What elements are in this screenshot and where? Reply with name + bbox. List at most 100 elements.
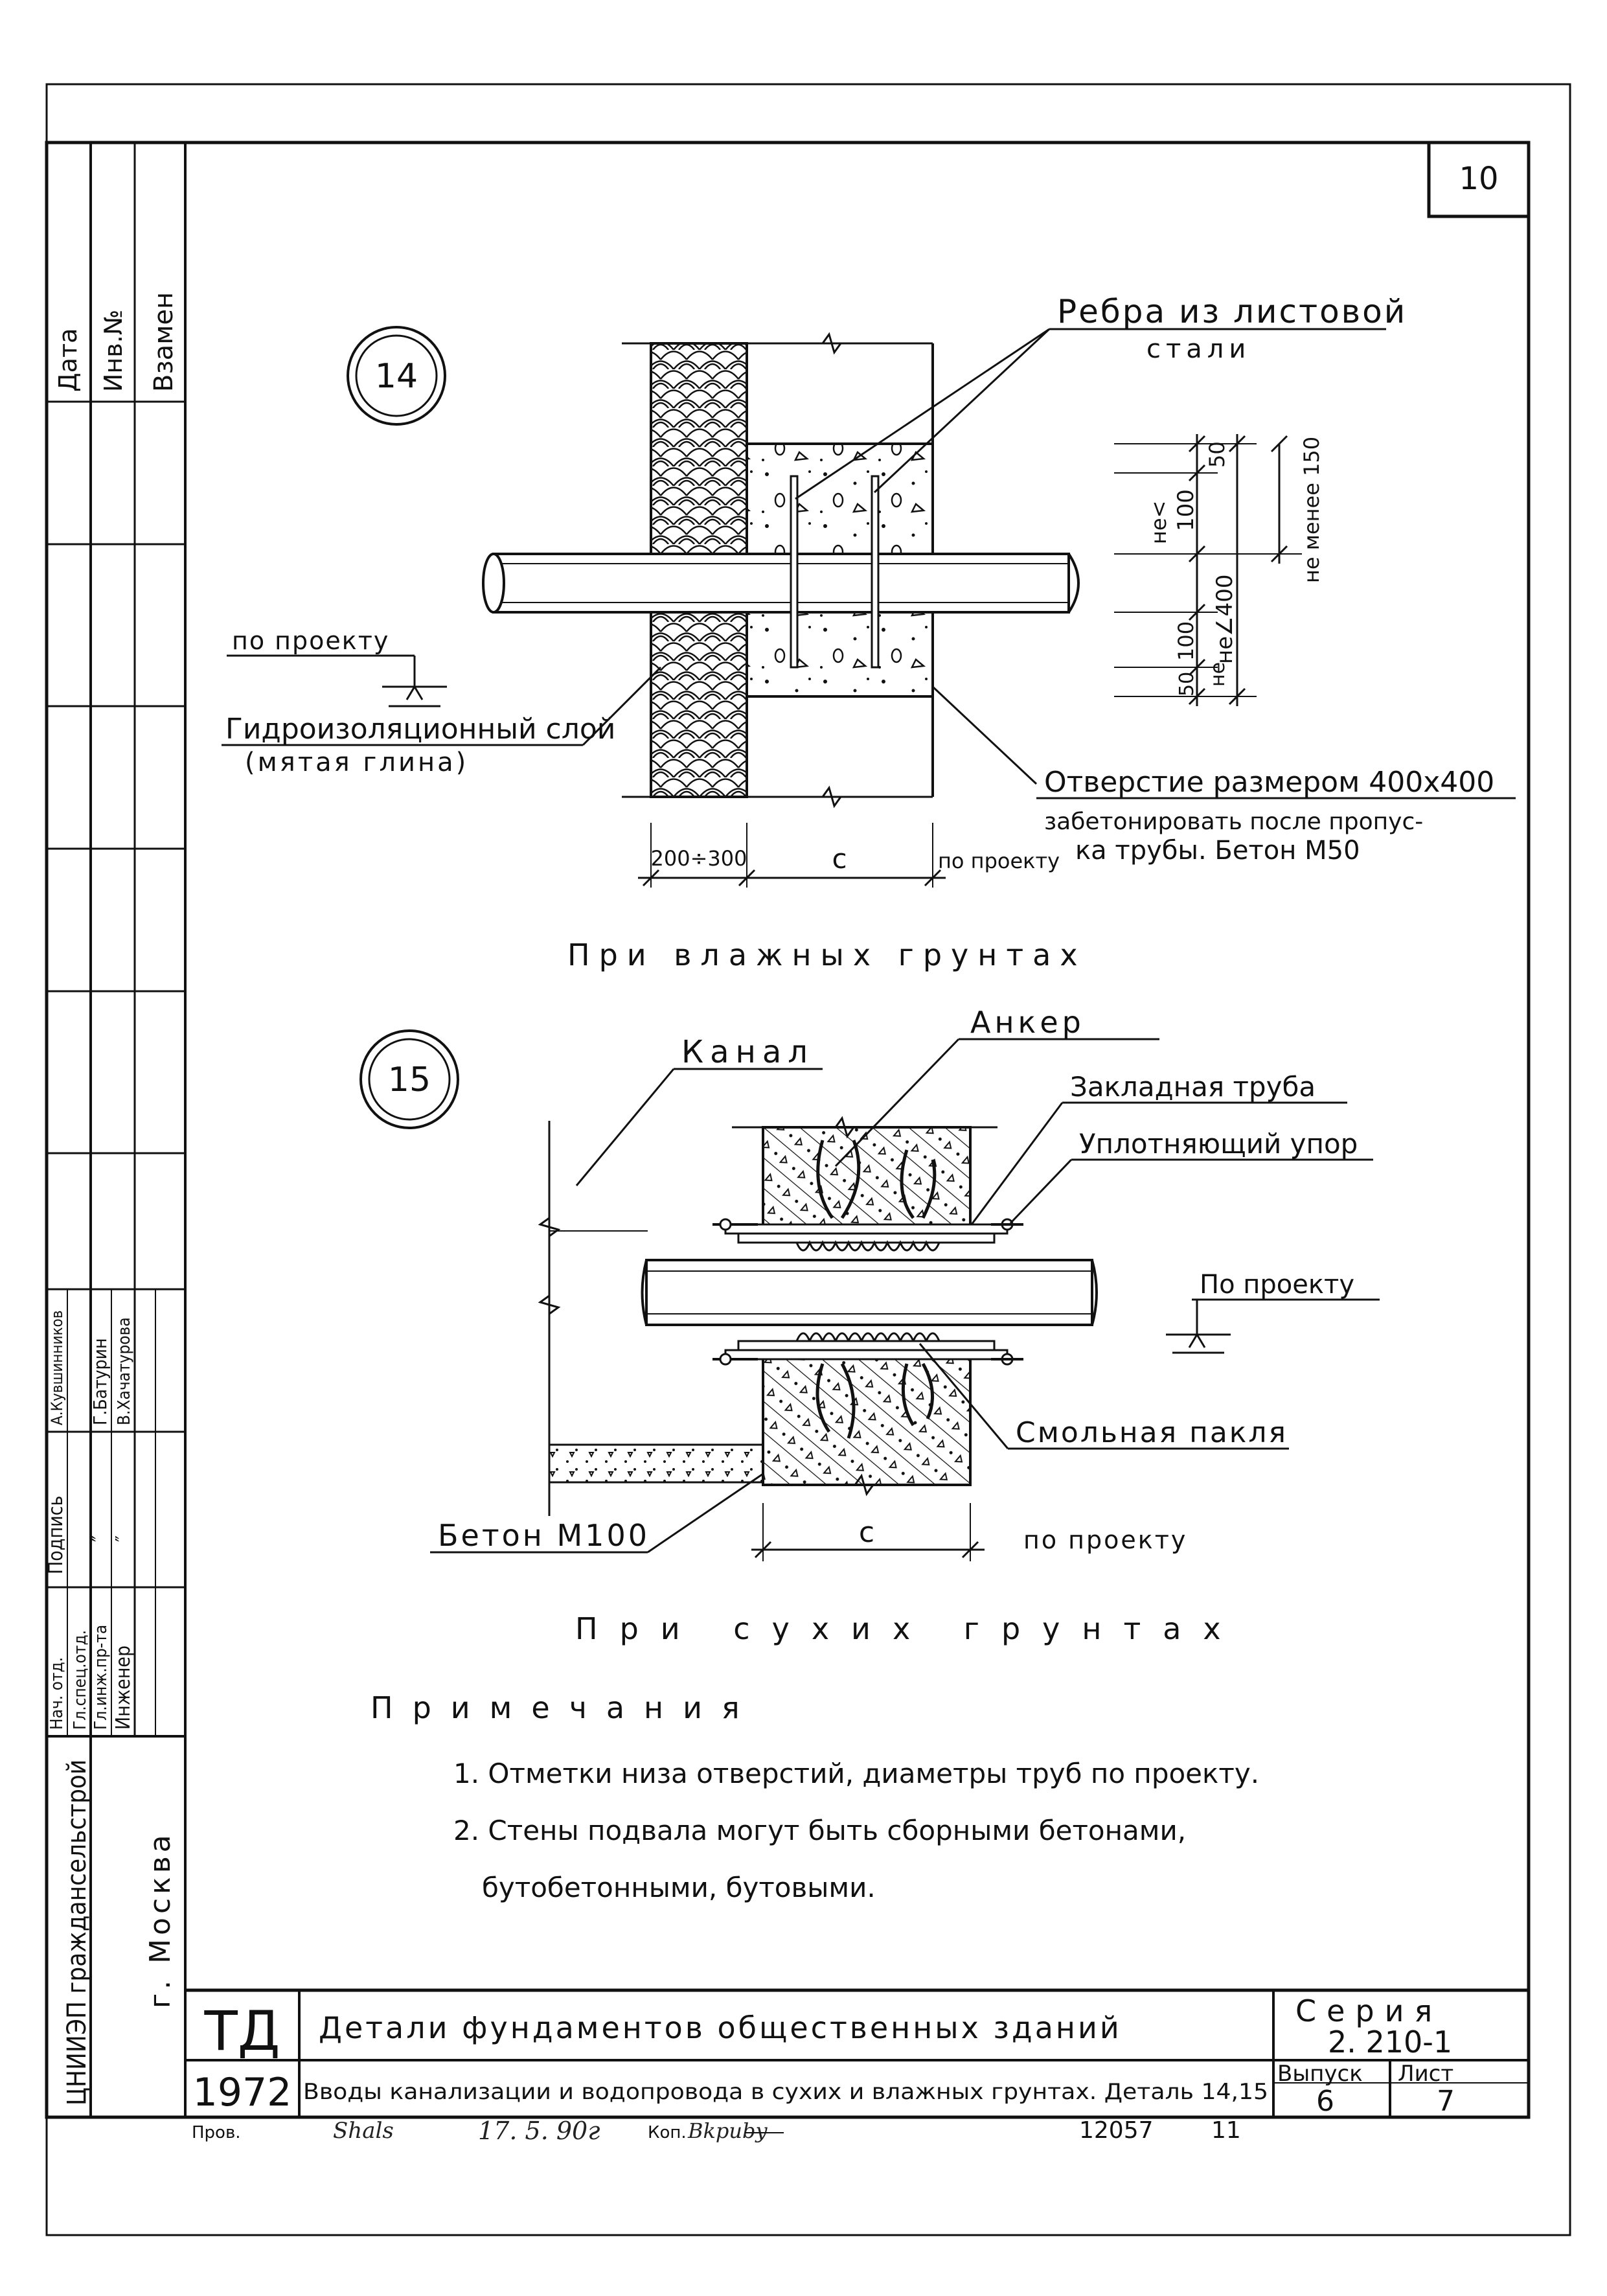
- title-code: ТД: [204, 1999, 280, 2063]
- sheet-inner-frame: [45, 141, 1531, 2119]
- sheet-value: 7: [1437, 2085, 1455, 2118]
- footer-checked-label: Пров.: [192, 2123, 241, 2142]
- dim-100-bottom: 100: [1174, 621, 1198, 661]
- caption-15: При сухих грунтах: [575, 1611, 1243, 1646]
- footer-copy-sign: Bkpuby: [687, 2118, 768, 2143]
- label-concrete: Бетон М100: [438, 1518, 650, 1553]
- label-anchor: Анкер: [970, 1005, 1085, 1040]
- detail-14-marker-inner: [355, 334, 438, 417]
- dim-ne-less-400: не∠400: [1212, 574, 1238, 664]
- note-2: 2. Стены подвала могут быть сборными бет…: [453, 1815, 1186, 1846]
- flange-upper: [712, 1140, 1023, 1244]
- dim-c-15: с: [859, 1516, 874, 1549]
- dim-ne-less-100: не<: [1146, 501, 1171, 544]
- series-label: Серия: [1295, 1993, 1442, 2028]
- stamp-signature-header: Подпись: [45, 1496, 67, 1574]
- break-line-top: [821, 332, 842, 355]
- footer-number: 12057: [1079, 2117, 1154, 2144]
- stamp-col-date: Дата: [54, 328, 82, 392]
- leader-opening: [931, 685, 1038, 785]
- note-2-cont: бутобетонными, бутовыми.: [482, 1872, 876, 1903]
- leader-seal: [1009, 1158, 1073, 1224]
- sheet-number: 10: [1459, 161, 1498, 197]
- stamp-org: ЦНИИЭП граждансельстрой: [62, 1760, 92, 2106]
- leader-ribs-2: [873, 328, 1051, 494]
- title-main: Детали фундаментов общественных зданий: [319, 2010, 1122, 2045]
- label-waterproof-line1: Гидроизоляционный слой: [225, 713, 615, 746]
- concrete-wall-upper: [762, 1126, 972, 1234]
- leader-sleeve: [970, 1102, 1064, 1225]
- label-opening-line2: забетонировать после пропус-: [1044, 809, 1423, 835]
- resin-coil-lower: [795, 1332, 940, 1344]
- concrete-wall-lower: [762, 1346, 972, 1486]
- dim-ne-less-150: не менее 150: [1299, 437, 1324, 583]
- stamp-role-chief-spec: Гл.спец.отд.: [71, 1630, 90, 1730]
- label-resin: Смольная пакля: [1016, 1416, 1288, 1449]
- footer-page: 11: [1211, 2117, 1241, 2144]
- stamp-sign-mark-3: ″: [112, 1535, 135, 1542]
- stamp-role-chief-eng: Гл.инж.пр-та: [91, 1625, 111, 1730]
- resin-coil-upper: [795, 1240, 940, 1252]
- label-opening-line1: Отверстие размером 400x400: [1044, 766, 1494, 799]
- footer-checked-sign: Shals: [333, 2118, 394, 2144]
- title-block: ТД 1972 Детали фундаментов общественных …: [185, 1988, 1529, 2118]
- footer-copy-label: Коп.: [648, 2123, 687, 2142]
- title-year: 1972: [193, 2070, 292, 2115]
- dim-vertical-14: [1114, 434, 1302, 706]
- issue-label: Выпуск: [1277, 2061, 1363, 2087]
- footer-date: 17. 5. 90г: [478, 2117, 600, 2145]
- dim-wall: 200÷300: [651, 846, 747, 871]
- leader-anchor: [834, 1038, 960, 1167]
- detail-14: 14 Ребра из листовой стали по проекту: [222, 293, 1516, 972]
- detail-15-number: 15: [388, 1061, 431, 1099]
- label-by-project-14: по проекту: [232, 626, 389, 655]
- label-by-project-15: По проекту: [1200, 1270, 1354, 1300]
- notes-title: Примечания: [370, 1690, 759, 1725]
- leader-resin: [918, 1343, 1009, 1449]
- break-line-bottom: [821, 785, 842, 809]
- caption-14: При влажных грунтах: [567, 937, 1087, 972]
- pipe-15: [641, 1259, 1098, 1326]
- rib-right: [871, 475, 880, 669]
- dim-by-project-14: по проекту: [938, 849, 1060, 873]
- stamp-name-chief-eng: Г.Батурин: [89, 1338, 111, 1426]
- detail-14-marker-outer: [347, 326, 446, 426]
- stamp-sign-mark-2: ″: [89, 1535, 111, 1542]
- title-subtitle: Вводы канализации и водопровода в сухих …: [303, 2079, 1268, 2105]
- label-ribs-line2: стали: [1146, 334, 1251, 364]
- leader-channel: [575, 1068, 675, 1186]
- flange-lower: [712, 1340, 1023, 1439]
- dim-50-top: 50: [1205, 441, 1229, 468]
- stamp-name-head: А.Кувшинников: [48, 1311, 66, 1425]
- sheet-number-box: 10: [1427, 141, 1531, 218]
- label-sleeve: Закладная труба: [1070, 1071, 1316, 1103]
- dim-horizontal-15: [751, 1503, 985, 1561]
- detail-14-number: 14: [375, 357, 418, 396]
- side-stamp: Дата Инв.№ Взамен Нач. отд. Гл.спец.отд.…: [45, 143, 187, 2117]
- label-waterproof-line2: (мятая глина): [245, 748, 468, 777]
- note-1: 1. Отметки низа отверстий, диаметры труб…: [453, 1758, 1259, 1789]
- dim-horizontal-14: [638, 823, 946, 888]
- dim-by-project-15: по проекту: [1023, 1526, 1187, 1554]
- label-channel: Канал: [681, 1034, 814, 1070]
- stamp-role-engineer: Инженер: [112, 1646, 135, 1730]
- label-seal: Уплотняющий упор: [1079, 1128, 1358, 1160]
- leader-waterproof: [582, 666, 662, 746]
- leader-ribs-1: [795, 328, 1050, 500]
- label-ribs-line1: Ребра из листовой: [1057, 293, 1407, 330]
- dim-50-bottom: 50: [1176, 672, 1198, 696]
- channel-slab: [548, 1443, 764, 1484]
- leader-concrete: [647, 1473, 764, 1554]
- detail-15-marker-outer: [359, 1029, 459, 1129]
- detail-15-marker-inner: [368, 1038, 451, 1121]
- detail-15: 15: [359, 1005, 1380, 1646]
- dim-c-14: с: [832, 843, 847, 875]
- notes: Примечания 1. Отметки низа отверстий, ди…: [370, 1690, 1259, 1903]
- series-value: 2. 210-1: [1328, 2025, 1452, 2060]
- label-opening-line3: ка трубы. Бетон М50: [1075, 836, 1360, 866]
- issue-value: 6: [1316, 2085, 1334, 2118]
- footer: Пров. Shals 17. 5. 90г Коп. Bkpuby 12057…: [192, 2117, 1241, 2145]
- pipe-14: [482, 553, 1080, 614]
- dim-ne-bottom: не: [1207, 662, 1229, 687]
